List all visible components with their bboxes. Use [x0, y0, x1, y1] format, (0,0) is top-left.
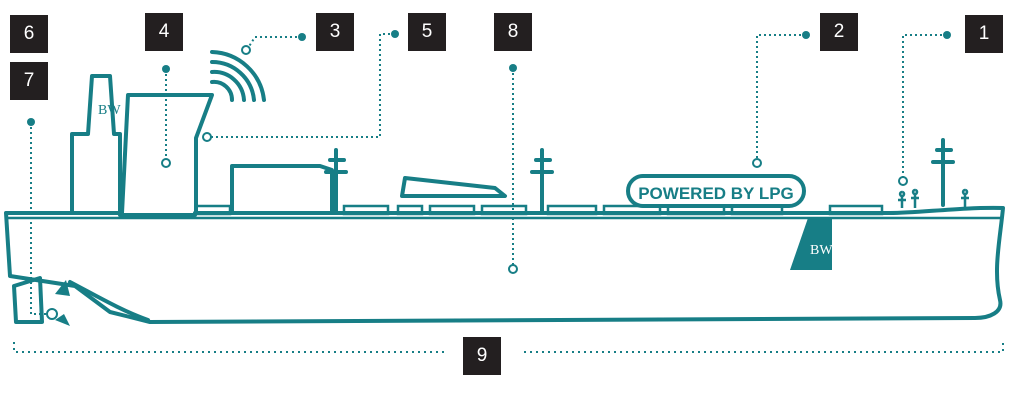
leader-dot-5 [391, 30, 399, 38]
leader-dot-8 [509, 64, 517, 72]
callout-4: 4 [145, 13, 183, 51]
leader-dot-7 [27, 118, 35, 126]
callout-2: 2 [820, 13, 858, 51]
leader-dot-4 [162, 65, 170, 73]
leader-1 [902, 34, 947, 178]
leader-7 [30, 122, 48, 315]
stern-frame [12, 276, 44, 324]
leader-end-4 [161, 158, 171, 168]
leader-end-1 [898, 176, 908, 186]
length-dimension-left [13, 342, 445, 353]
leader-dot-2 [802, 31, 810, 39]
manifold-crane [400, 176, 507, 198]
leader-end-5 [202, 132, 212, 142]
aft-deckhouse [230, 164, 334, 215]
callout-6: 6 [10, 15, 48, 53]
leader-end-3 [241, 45, 251, 55]
leader-dot-1 [943, 31, 951, 39]
leader-end-2 [752, 158, 762, 168]
callout-7: 7 [10, 62, 48, 100]
leader-5 [210, 33, 395, 138]
superstructure [120, 93, 214, 215]
aft-mast [324, 148, 348, 215]
bow-logo-stripe [790, 218, 832, 270]
propeller-blade [55, 280, 70, 296]
callout-8: 8 [494, 13, 532, 51]
lpg-banner-text: POWERED BY LPG [638, 184, 794, 203]
funnel [70, 74, 122, 215]
crew-figures-icon [898, 188, 969, 208]
length-dimension-right [524, 342, 1004, 353]
leader-end-8 [508, 264, 518, 274]
leader-3 [247, 36, 302, 49]
cargo-tanks [194, 204, 884, 216]
callout-3: 3 [316, 13, 354, 51]
lpg-banner-frame [626, 174, 806, 208]
fore-mast [931, 138, 955, 207]
leader-end-7 [46, 308, 58, 320]
mid-mast [530, 148, 554, 215]
hull-outline [4, 205, 1005, 324]
callout-9: 9 [463, 337, 501, 375]
propeller-skeg [68, 280, 150, 322]
leader-dot-3 [298, 33, 306, 41]
funnel-logo: BW [98, 103, 121, 118]
signal-icon [210, 50, 266, 102]
callout-1: 1 [965, 15, 1003, 53]
leader-2 [756, 34, 806, 160]
callout-5: 5 [408, 13, 446, 51]
bow-logo: BW [810, 243, 833, 258]
propeller-blade-lower [55, 314, 70, 326]
